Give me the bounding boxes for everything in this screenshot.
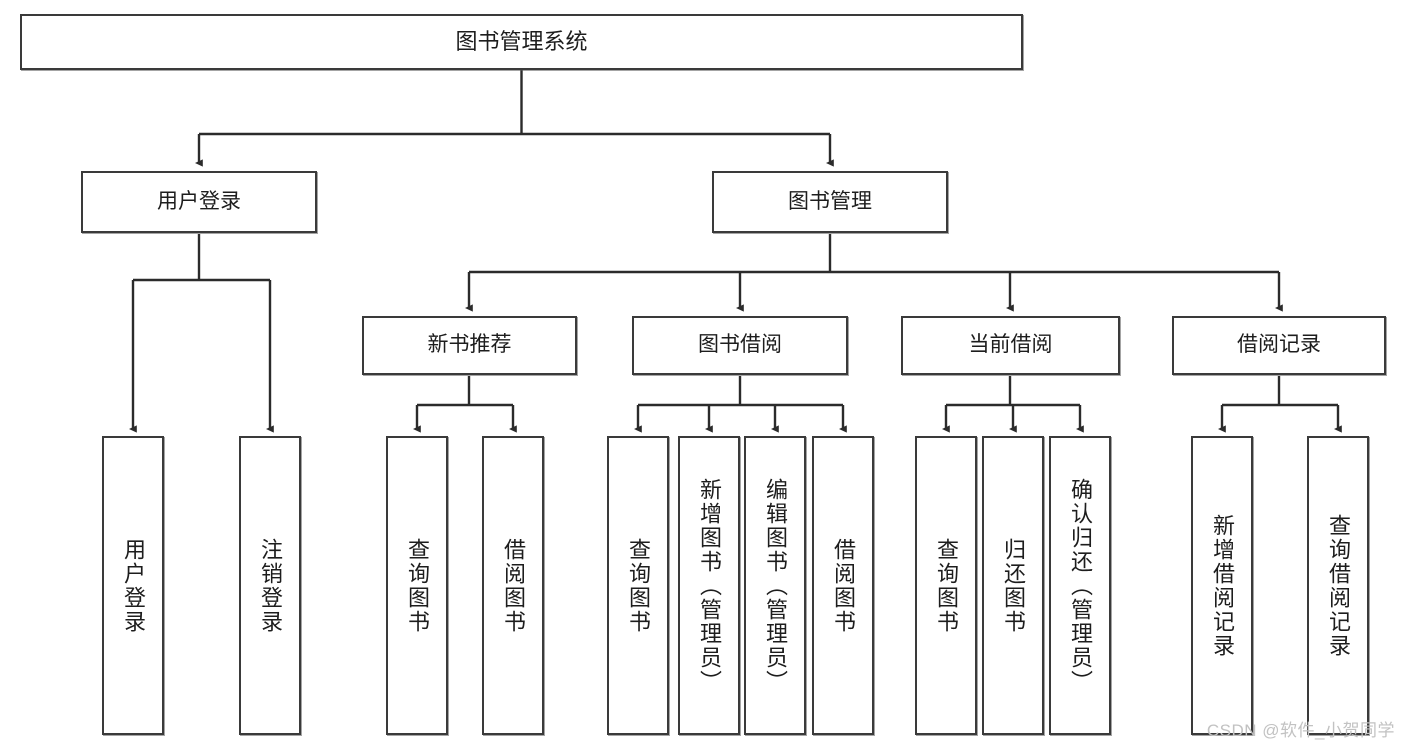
- node-label: 图书借阅: [698, 333, 782, 357]
- leaf-user-login-logout[interactable]: 注销登录: [239, 436, 301, 735]
- node-label: 当前借阅: [968, 333, 1053, 357]
- node-book-borrowing[interactable]: 图书借阅: [632, 316, 848, 375]
- node-user-login[interactable]: 用户登录: [81, 171, 317, 233]
- leaf-user-login-login[interactable]: 用户登录: [102, 436, 164, 735]
- node-label: 查询借阅记录: [1326, 513, 1351, 658]
- node-current-borrowing[interactable]: 当前借阅: [901, 316, 1120, 375]
- leaf-borrow-edit-book-admin[interactable]: 编辑图书（管理员）: [744, 436, 806, 735]
- node-label: 图书管理: [788, 189, 872, 213]
- node-label: 编辑图书（管理员）: [763, 477, 788, 694]
- node-label: 新书推荐: [427, 333, 512, 357]
- node-book-management[interactable]: 图书管理: [712, 171, 948, 233]
- node-label: 注销登录: [258, 537, 283, 634]
- node-label: 新增图书（管理员）: [697, 477, 722, 694]
- leaf-current-query-books[interactable]: 查询图书: [915, 436, 977, 735]
- leaf-borrow-add-book-admin[interactable]: 新增图书（管理员）: [678, 436, 740, 735]
- node-label: 归还图书: [1001, 537, 1026, 634]
- leaf-new-book-query-books[interactable]: 查询图书: [386, 436, 448, 735]
- node-label: 用户登录: [121, 537, 146, 634]
- leaf-borrow-borrow-books[interactable]: 借阅图书: [812, 436, 874, 735]
- leaf-current-return-books[interactable]: 归还图书: [982, 436, 1044, 735]
- leaf-new-book-borrow-books[interactable]: 借阅图书: [482, 436, 544, 735]
- node-label: 查询图书: [626, 537, 651, 634]
- node-label: 新增借阅记录: [1210, 513, 1235, 658]
- node-label: 借阅图书: [831, 537, 856, 634]
- node-label: 确认归还（管理员）: [1068, 477, 1093, 694]
- leaf-borrow-query-books[interactable]: 查询图书: [607, 436, 669, 735]
- node-label: 查询图书: [934, 537, 959, 634]
- node-label: 用户登录: [157, 189, 241, 213]
- leaf-current-confirm-return-admin[interactable]: 确认归还（管理员）: [1049, 436, 1111, 735]
- leaf-records-add-record[interactable]: 新增借阅记录: [1191, 436, 1253, 735]
- node-borrowing-records[interactable]: 借阅记录: [1172, 316, 1386, 375]
- node-new-book-recommendation[interactable]: 新书推荐: [362, 316, 577, 375]
- node-root-book-management-system[interactable]: 图书管理系统: [20, 14, 1023, 70]
- watermark: CSDN @软件_小贺同学: [1206, 721, 1395, 740]
- node-label: 查询图书: [405, 537, 430, 634]
- node-label: 借阅记录: [1237, 333, 1321, 357]
- node-label: 图书管理系统: [455, 29, 588, 55]
- node-label: 借阅图书: [501, 537, 526, 634]
- leaf-records-query-record[interactable]: 查询借阅记录: [1307, 436, 1369, 735]
